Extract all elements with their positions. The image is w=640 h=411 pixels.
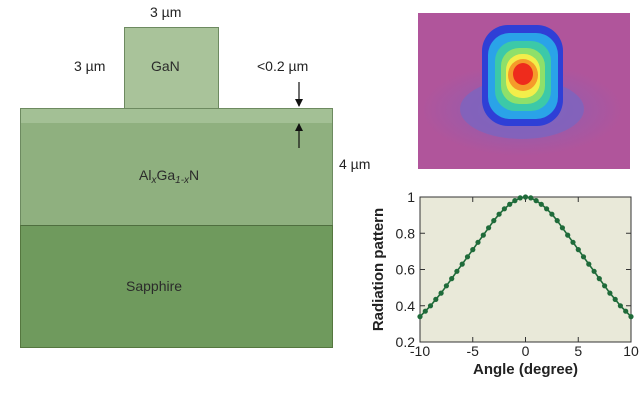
- data-point: [549, 211, 555, 217]
- waveguide-cross-section: 3 µm 3 µm GaN <0.2 µm 4 µm AlxGa1-xN Sap…: [20, 4, 371, 348]
- data-point: [554, 218, 560, 224]
- data-point: [596, 276, 602, 282]
- data-point: [433, 296, 439, 302]
- ridge-material-label: GaN: [151, 58, 180, 74]
- x-tick-label: -10: [410, 343, 430, 359]
- gan-ridge: [124, 27, 219, 110]
- data-point: [623, 308, 629, 314]
- x-tick-label: 5: [574, 343, 582, 359]
- data-point: [602, 283, 608, 289]
- data-point: [512, 198, 518, 204]
- data-point: [517, 195, 523, 201]
- data-point: [438, 290, 444, 296]
- data-point: [470, 247, 476, 253]
- data-point: [507, 201, 513, 207]
- substrate-material-label: Sapphire: [126, 278, 183, 294]
- y-tick-label: 0.4: [396, 298, 416, 314]
- data-point: [496, 211, 502, 217]
- x-tick-label: 0: [522, 343, 530, 359]
- x-tick-label: 10: [623, 343, 639, 359]
- y-axis-label: Radiation pattern: [370, 208, 387, 331]
- data-point: [422, 308, 428, 314]
- thin-layer-thickness-label: <0.2 µm: [257, 58, 309, 74]
- y-tick-label: 0.2: [396, 334, 416, 350]
- data-point: [586, 261, 592, 267]
- data-point: [454, 268, 460, 274]
- data-point: [480, 232, 486, 238]
- mode-intensity-map: [418, 13, 630, 169]
- data-point: [522, 194, 529, 200]
- data-point: [607, 290, 613, 296]
- ridge-height-label: 3 µm: [74, 58, 106, 74]
- data-point: [591, 268, 597, 274]
- data-point: [464, 254, 471, 260]
- ridge-width-label: 3 µm: [150, 4, 182, 20]
- data-point: [427, 303, 434, 309]
- data-point: [612, 296, 618, 302]
- thickness-arrows: [295, 82, 303, 148]
- data-point: [449, 276, 455, 282]
- data-point: [580, 254, 587, 260]
- data-point: [459, 261, 465, 267]
- data-point: [475, 239, 481, 245]
- plot-frame: [419, 196, 632, 343]
- y-tick-label: 0.6: [396, 262, 416, 278]
- y-tick-label: 0.8: [396, 225, 416, 241]
- cladding-thickness-label: 4 µm: [339, 156, 371, 172]
- y-tick-label: 1: [407, 189, 415, 205]
- data-point: [501, 206, 507, 212]
- algan-cladding-layer: [20, 123, 333, 226]
- data-point: [528, 195, 534, 201]
- sapphire-substrate: [20, 225, 333, 348]
- data-point: [544, 206, 550, 212]
- data-point: [538, 201, 544, 207]
- data-point: [486, 225, 492, 231]
- data-point: [533, 198, 539, 204]
- data-point: [443, 283, 449, 289]
- cladding-material-label: AlxGa1-xN: [139, 167, 200, 186]
- data-point: [565, 232, 571, 238]
- data-point: [575, 247, 581, 253]
- data-point: [491, 218, 497, 224]
- data-point: [559, 225, 565, 231]
- x-tick-label: -5: [467, 343, 480, 359]
- data-point: [628, 314, 634, 320]
- data-point: [570, 239, 576, 245]
- data-point: [617, 303, 623, 309]
- x-axis-label: Angle (degree): [473, 361, 578, 378]
- data-point: [417, 314, 423, 320]
